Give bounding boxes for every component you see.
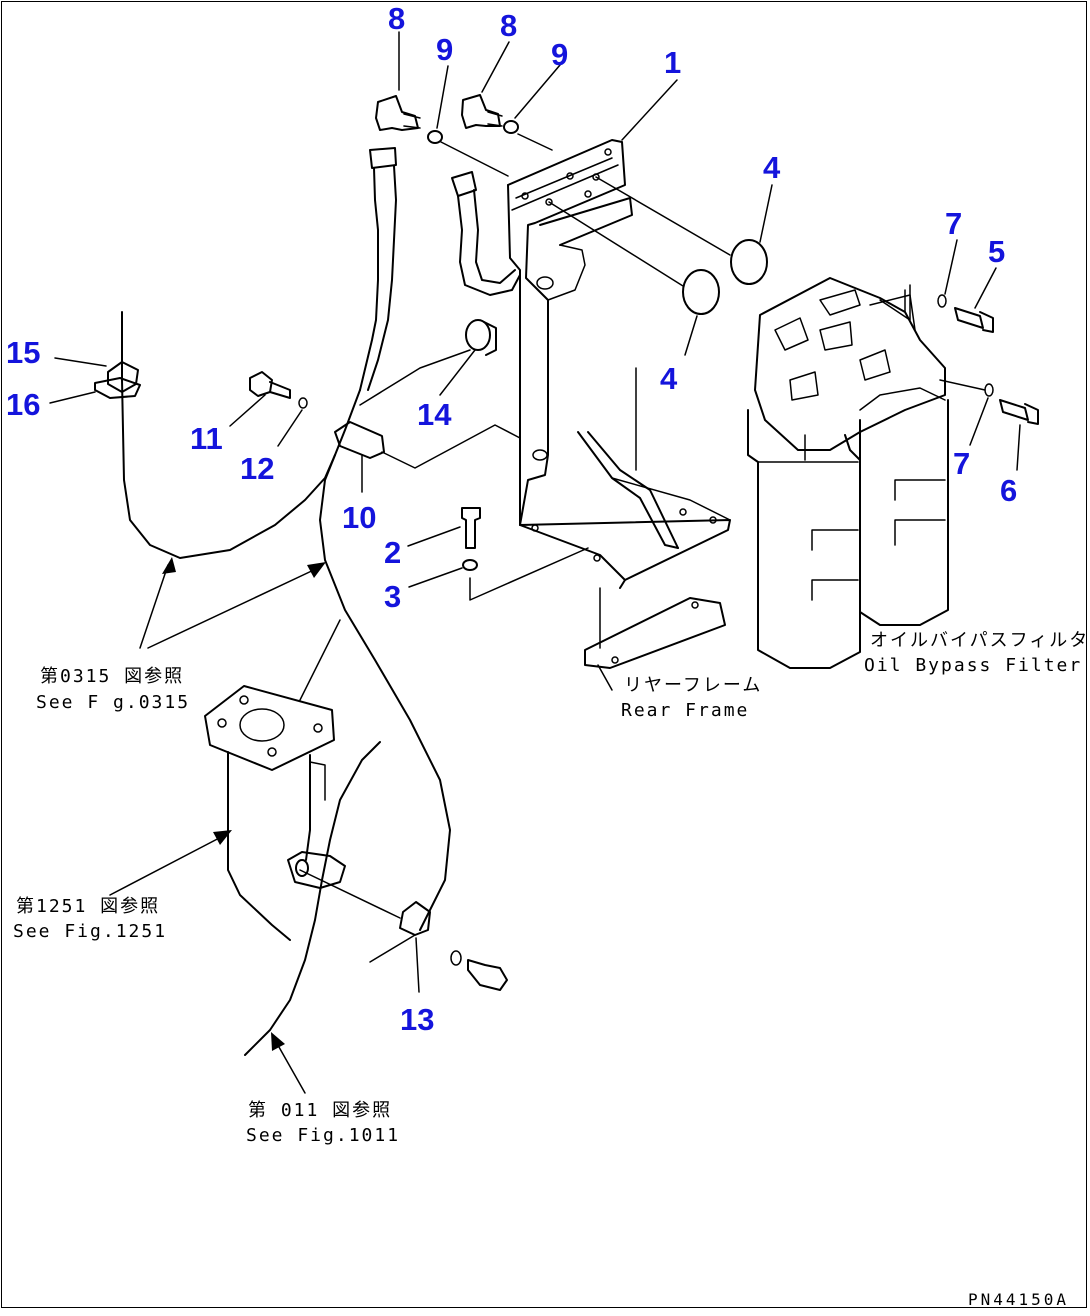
o-ring-4b (682, 269, 720, 315)
callout-11: 11 (190, 421, 223, 456)
part-labels: オイルバイパスフィルタ Oil Bypass Filter リヤーフレーム Re… (621, 630, 1089, 721)
callout-2: 2 (384, 535, 401, 570)
callout-5: 5 (988, 234, 1005, 269)
callout-12: 12 (240, 451, 274, 486)
callout-8a: 8 (388, 1, 405, 36)
bracket-part-1 (507, 139, 731, 589)
routing-lines (94, 311, 508, 1056)
reference-arrows (109, 557, 326, 1094)
rear-frame-label-jp: リヤーフレーム (624, 675, 762, 696)
ref-fig1251-jp: 第1251 図参照 (16, 896, 160, 917)
filter-mount-bolts (879, 284, 1039, 425)
callout-3: 3 (384, 579, 401, 614)
ref-fig1011-jp: 第 011 図参照 (248, 1100, 392, 1121)
callout-4b: 4 (660, 361, 678, 396)
callout-13: 13 (400, 1002, 434, 1037)
callout-9b: 9 (551, 37, 568, 72)
leader-lines (49, 31, 1021, 993)
callout-4a: 4 (763, 150, 781, 185)
callout-7a: 7 (945, 206, 962, 241)
flange-pipe (204, 685, 346, 941)
callout-6: 6 (1000, 473, 1017, 508)
clamp-10 (334, 421, 521, 469)
drawing-code: PN44150A (968, 1290, 1069, 1309)
callout-15: 15 (6, 335, 40, 370)
callout-7b: 7 (953, 446, 970, 481)
callout-14: 14 (417, 397, 452, 432)
oil-filter-label-jp: オイルバイパスフィルタ (870, 630, 1089, 651)
callout-8b: 8 (500, 8, 517, 43)
o-ring-4a (730, 239, 768, 285)
rear-frame-label-en: Rear Frame (621, 700, 749, 721)
rear-frame-plate (584, 587, 726, 691)
o-ring-guide-lines (548, 176, 731, 287)
callout-9a: 9 (436, 32, 453, 67)
callout-10: 10 (342, 500, 376, 535)
bolt-11 (249, 371, 308, 409)
callout-numbers: 8 9 8 9 1 4 4 7 5 7 6 15 16 11 12 14 10 … (6, 1, 1017, 1037)
oil-bypass-filter (747, 277, 949, 669)
reference-notes: 第0315 図参照 See F g.0315 第1251 図参照 See Fig… (13, 666, 400, 1146)
hoses-and-fittings (359, 94, 553, 406)
callout-1: 1 (664, 45, 681, 80)
ref-fig1011-en: See Fig.1011 (246, 1125, 400, 1146)
ref-fig0315-jp: 第0315 図参照 (40, 666, 184, 687)
oil-filter-label-en: Oil Bypass Filter (864, 655, 1082, 676)
ref-fig0315-en: See F g.0315 (36, 692, 190, 713)
ref-fig1251-en: See Fig.1251 (13, 921, 167, 942)
bolt-2-washer-3 (461, 507, 589, 601)
callout-16: 16 (6, 387, 40, 422)
